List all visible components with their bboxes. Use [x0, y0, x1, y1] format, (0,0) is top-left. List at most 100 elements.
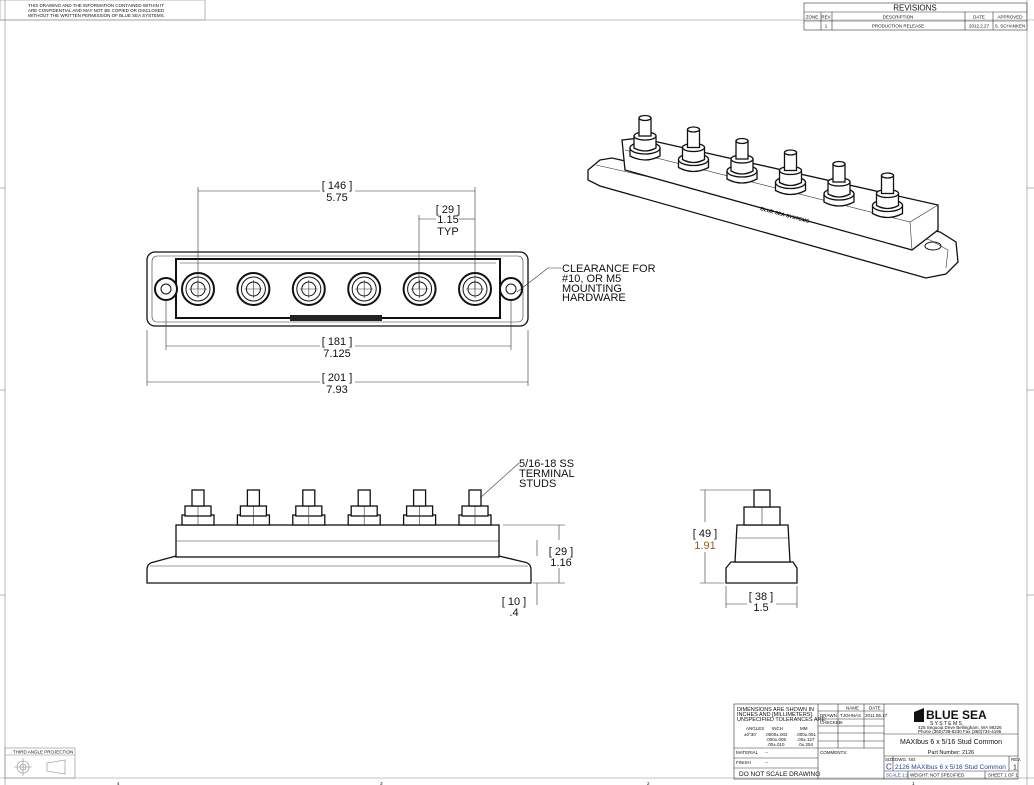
svg-text:1: 1: [1013, 765, 1017, 772]
svg-text:1.91: 1.91: [694, 540, 715, 552]
svg-text:2011.05.17: 2011.05.17: [865, 713, 888, 718]
dim-201: [ 201 ] 7.93: [146, 330, 529, 396]
side-view: [ 49 ] 1.91 [ 38 ] 1.5: [693, 489, 798, 614]
svg-text:1.15: 1.15: [437, 214, 458, 226]
svg-text:DRAWN: DRAWN: [820, 713, 837, 718]
svg-text:THIRD ANGLE PROJECTION: THIRD ANGLE PROJECTION: [13, 750, 73, 755]
svg-text:±0°30': ±0°30': [744, 732, 757, 737]
svg-text:4: 4: [117, 781, 120, 785]
revisions-table: REVISIONS ZONE REV DESCRIPTION DATE APPR…: [803, 2, 1028, 31]
dim-29-height: [ 29 ] 1.16: [503, 524, 573, 584]
svg-text:SIZE: SIZE: [885, 757, 895, 762]
svg-text:S Y S T E M S: S Y S T E M S: [930, 721, 963, 727]
top-stud: [347, 272, 382, 306]
svg-text:MOUNTING: MOUNTING: [562, 283, 622, 295]
svg-text:BLUE SEA: BLUE SEA: [926, 708, 987, 722]
iso-studs: [629, 114, 904, 219]
svg-text:ZONE: ZONE: [806, 15, 819, 20]
confidential-notice: THIS DRAWING AND THE INFORMATION CONTAIN…: [28, 3, 165, 18]
stud-tip: [686, 126, 701, 133]
svg-text:WEIGHT: NOT SPECIFIED: WEIGHT: NOT SPECIFIED: [910, 773, 965, 778]
svg-text:DATE: DATE: [869, 706, 881, 711]
svg-text:SHEET 1 OF 1: SHEET 1 OF 1: [988, 773, 1018, 778]
svg-text:APPROVED: APPROVED: [997, 15, 1023, 20]
svg-text:.00±.010: .00±.010: [767, 742, 785, 747]
third-angle-projection: THIRD ANGLE PROJECTION: [4, 747, 76, 779]
dim-10-base: [ 10 ] .4: [502, 540, 538, 619]
logo-embossing: [290, 315, 382, 321]
svg-text:2: 2: [647, 781, 650, 785]
svg-text:[ 10 ]: [ 10 ]: [502, 596, 526, 608]
company-logo: BLUE SEA S Y S T E M S: [914, 708, 987, 727]
stud-thread: [468, 489, 482, 507]
iso-stud: [871, 172, 904, 219]
svg-text:3: 3: [380, 781, 383, 785]
stud-tip: [880, 172, 895, 179]
front-stud: [181, 489, 215, 526]
svg-text:--: --: [765, 760, 768, 765]
studs-note: 5/16-18 SS TERMINAL STUDS: [479, 458, 575, 499]
front-view: [ 29 ] 1.16 [ 10 ] .4 5/16-18 SS TERMINA…: [146, 458, 575, 619]
svg-text:.00±.127: .00±.127: [797, 737, 815, 742]
svg-text:INCH: INCH: [772, 726, 783, 731]
svg-text:TJOHNAS: TJOHNAS: [840, 713, 861, 718]
svg-text:[ 29 ]: [ 29 ]: [549, 546, 573, 558]
svg-text:[ 49 ]: [ 49 ]: [693, 528, 717, 540]
stud-thread: [357, 489, 371, 507]
front-stud: [458, 489, 492, 526]
svg-text:ANGLES: ANGLES: [746, 726, 764, 731]
svg-text:TERMINAL: TERMINAL: [519, 468, 575, 480]
svg-text:.4: .4: [509, 607, 518, 619]
svg-text:TYP: TYP: [437, 226, 458, 238]
stud-tip: [783, 149, 798, 156]
svg-text:7.93: 7.93: [326, 384, 347, 396]
svg-text:7.125: 7.125: [323, 348, 351, 360]
svg-text:PRODUCTION RELEASE: PRODUCTION RELEASE: [872, 24, 924, 29]
svg-text:--: --: [840, 720, 843, 725]
svg-text:MAXIbus 6 x 5/16 Stud Common: MAXIbus 6 x 5/16 Stud Common: [900, 739, 1002, 746]
svg-text:[ 38 ]: [ 38 ]: [749, 591, 773, 603]
svg-text:5.75: 5.75: [326, 192, 347, 204]
dim-29-typ: [ 29 ] 1.15 TYP: [418, 204, 475, 289]
svg-text:COMMENTS:: COMMENTS:: [820, 750, 848, 755]
svg-text:1.16: 1.16: [550, 557, 571, 569]
svg-text:FINISH: FINISH: [736, 760, 751, 765]
stud-thread: [412, 489, 427, 507]
svg-text:1: 1: [825, 24, 828, 29]
svg-text:STUDS: STUDS: [519, 478, 556, 490]
svg-text:CHECKED: CHECKED: [820, 720, 843, 725]
svg-text:DIMENSIONS ARE SHOWN IN: DIMENSIONS ARE SHOWN IN: [737, 707, 814, 713]
top-stud: [291, 272, 326, 306]
svg-text:THIS DRAWING AND THE INFORMATI: THIS DRAWING AND THE INFORMATION CONTAIN…: [28, 3, 164, 8]
top-stud: [402, 272, 437, 306]
svg-text:.0000±.002: .0000±.002: [765, 732, 788, 737]
dim-49-height: [ 49 ] 1.91: [693, 489, 760, 584]
svg-text:REVISIONS: REVISIONS: [893, 4, 937, 13]
stud-thread: [246, 489, 261, 507]
svg-text:--: --: [765, 750, 768, 755]
front-stud: [402, 489, 437, 526]
svg-text:1: 1: [912, 781, 915, 785]
top-view: [ 146 ] 5.75 [ 29 ] 1.15 TYP [ 181 ] 7.1…: [146, 180, 656, 396]
svg-text:2012.2.27: 2012.2.27: [969, 24, 990, 29]
front-stud: [347, 489, 381, 526]
stud-tip: [832, 160, 846, 168]
svg-text:[ 146 ]: [ 146 ]: [322, 180, 353, 192]
svg-text:MM: MM: [800, 726, 808, 731]
front-stud: [236, 489, 271, 526]
iso-stud: [726, 137, 758, 184]
title-block: DIMENSIONS ARE SHOWN IN INCHES AND [MILL…: [733, 703, 1021, 780]
front-stud: [292, 489, 326, 526]
svg-text:DATE: DATE: [973, 15, 985, 20]
svg-text:2126 MAXIbus 6 x 5/16 Stud Com: 2126 MAXIbus 6 x 5/16 Stud Common: [895, 764, 1006, 771]
stud-tip: [638, 114, 652, 122]
stud-washer: [296, 276, 322, 302]
svg-text:DO NOT SCALE DRAWING: DO NOT SCALE DRAWING: [739, 771, 820, 778]
stud-thread: [191, 489, 205, 507]
svg-text:S. SCHANKEN: S. SCHANKEN: [995, 24, 1026, 29]
svg-text:.000±.005: .000±.005: [766, 737, 786, 742]
top-stud: [236, 272, 271, 306]
svg-text:Phone (360)738-8230 Fax (360: Phone (360)738-8230 Fax (360)734-4195: [918, 729, 1002, 734]
